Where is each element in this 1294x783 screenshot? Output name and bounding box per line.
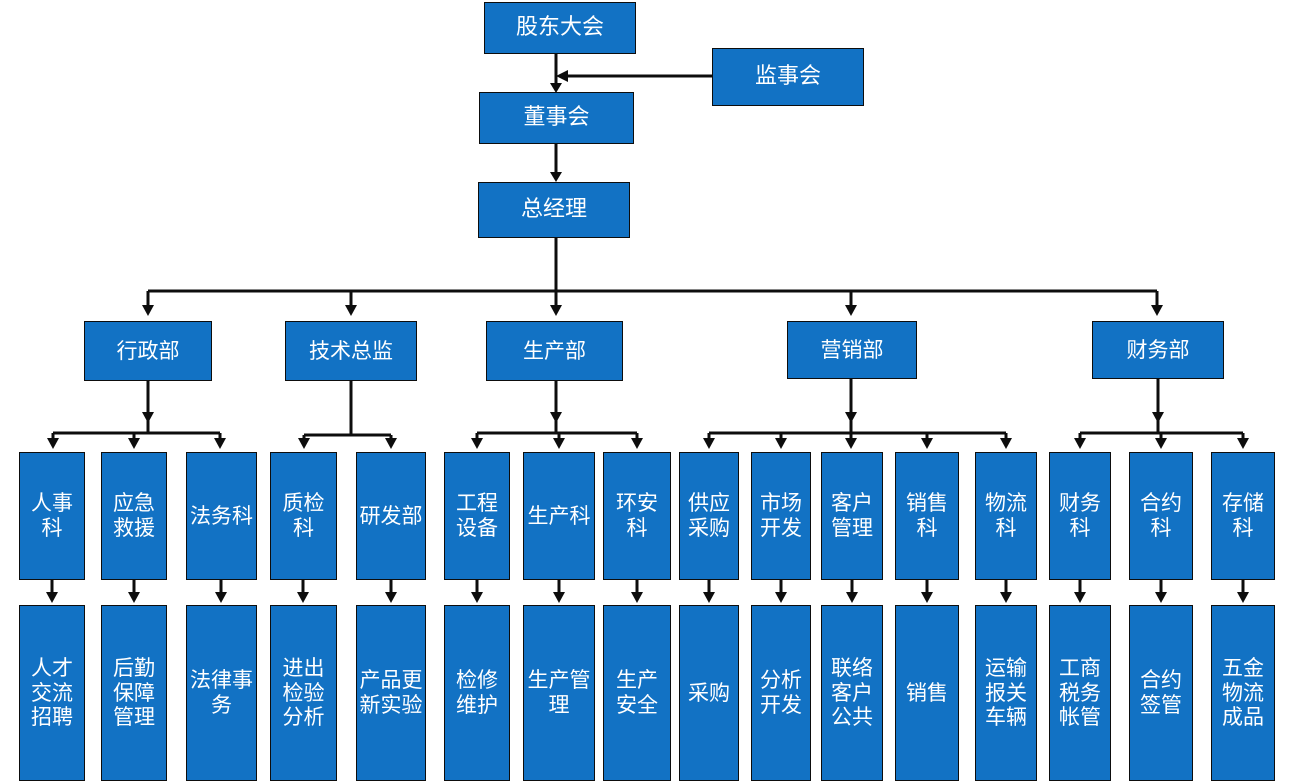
node-shareholders-meeting[interactable]: 股东大会 (484, 2, 636, 54)
node-label: 工程设备 (456, 491, 498, 540)
node-label: 财务科 (1059, 491, 1101, 540)
node-label: 研发部 (359, 503, 423, 528)
node-label: 法律事务 (190, 668, 253, 717)
node-general-manager[interactable]: 总经理 (478, 182, 630, 238)
node-environment-safety-section[interactable]: 环安科 (603, 452, 671, 580)
node-finance-section[interactable]: 财务科 (1049, 452, 1111, 580)
node-analysis-development[interactable]: 分析开发 (751, 605, 811, 781)
node-admin-department[interactable]: 行政部 (84, 321, 212, 381)
edge-tech-sections (298, 381, 397, 449)
node-label: 质检科 (282, 491, 325, 540)
edge-shareholders-board (550, 54, 562, 93)
node-repair-maintenance[interactable]: 检修维护 (444, 605, 510, 781)
edge-admin-sections (47, 381, 226, 449)
node-purchasing[interactable]: 采购 (679, 605, 739, 781)
node-business-tax-accounting[interactable]: 工商税务帐管 (1049, 605, 1111, 781)
node-label: 工商税务帐管 (1059, 655, 1101, 730)
node-talent-exchange-recruitment[interactable]: 人才交流招聘 (19, 605, 85, 781)
edge-gm-department-bus (142, 238, 1163, 316)
node-quality-inspection-section[interactable]: 质检科 (270, 452, 337, 580)
node-label: 合约科 (1140, 491, 1182, 540)
node-label: 技术总监 (309, 338, 393, 363)
node-label: 财务部 (1126, 337, 1190, 362)
node-hardware-logistics-finished-goods[interactable]: 五金物流成品 (1211, 605, 1275, 781)
node-sales-section[interactable]: 销售科 (895, 452, 959, 580)
node-label: 运输报关车辆 (985, 655, 1027, 730)
node-logistics-section[interactable]: 物流科 (975, 452, 1037, 580)
node-label: 生产部 (523, 338, 586, 363)
node-label: 后勤保障管理 (113, 655, 155, 730)
node-label: 股东大会 (515, 15, 604, 41)
node-label: 行政部 (116, 338, 180, 363)
node-label: 存储科 (1222, 491, 1264, 540)
node-label: 监事会 (754, 64, 821, 90)
node-production-section[interactable]: 生产科 (523, 452, 595, 580)
node-supply-purchasing-section[interactable]: 供应采购 (679, 452, 739, 580)
edge-section-to-function-group (46, 580, 1249, 603)
node-label: 营销部 (820, 337, 884, 362)
node-board-of-directors[interactable]: 董事会 (479, 92, 634, 144)
node-label: 联络客户公共 (831, 655, 873, 730)
node-market-development-section[interactable]: 市场开发 (751, 452, 811, 580)
node-label: 供应采购 (688, 491, 730, 540)
node-finance-department[interactable]: 财务部 (1092, 321, 1224, 379)
node-customer-management-section[interactable]: 客户管理 (821, 452, 883, 580)
node-contract-section[interactable]: 合约科 (1129, 452, 1193, 580)
node-label: 生产科 (527, 503, 591, 528)
node-label: 检修维护 (456, 668, 498, 717)
node-label: 法务科 (190, 503, 253, 528)
node-production-department[interactable]: 生产部 (486, 321, 623, 381)
edge-finance-sections (1074, 379, 1249, 449)
node-rnd-department[interactable]: 研发部 (356, 452, 426, 580)
edge-production-sections (471, 381, 643, 449)
node-label: 人事科 (31, 491, 73, 540)
node-selling[interactable]: 销售 (895, 605, 959, 781)
edge-board-gm (550, 144, 562, 182)
node-label: 产品更新实验 (359, 668, 423, 717)
node-label: 合约签管 (1140, 668, 1182, 717)
node-production-safety[interactable]: 生产安全 (603, 605, 671, 781)
node-label: 五金物流成品 (1222, 655, 1264, 730)
node-transport-customs-vehicles[interactable]: 运输报关车辆 (975, 605, 1037, 781)
node-label: 客户管理 (831, 491, 873, 540)
node-contract-signing-management[interactable]: 合约签管 (1129, 605, 1193, 781)
node-label: 采购 (688, 680, 730, 705)
edge-supervisors-board (556, 70, 712, 82)
node-import-export-inspection-analysis[interactable]: 进出检验分析 (270, 605, 337, 781)
node-label: 分析开发 (760, 668, 802, 717)
node-label: 销售科 (906, 491, 948, 540)
node-logistics-support-management[interactable]: 后勤保障管理 (101, 605, 167, 781)
node-label: 市场开发 (760, 491, 802, 540)
node-label: 总经理 (520, 197, 587, 223)
node-storage-section[interactable]: 存储科 (1211, 452, 1275, 580)
node-hr-section[interactable]: 人事科 (19, 452, 85, 580)
node-production-management[interactable]: 生产管理 (523, 605, 595, 781)
node-label: 物流科 (985, 491, 1027, 540)
node-label: 进出检验分析 (282, 655, 325, 730)
edge-sales-sections (703, 379, 1012, 449)
node-board-of-supervisors[interactable]: 监事会 (712, 48, 864, 106)
node-label: 销售 (906, 680, 948, 705)
node-label: 应急救援 (113, 491, 155, 540)
node-product-renewal-experiment[interactable]: 产品更新实验 (356, 605, 426, 781)
node-label: 环安科 (616, 491, 658, 540)
node-legal-section[interactable]: 法务科 (186, 452, 257, 580)
node-customer-liaison-public[interactable]: 联络客户公共 (821, 605, 883, 781)
node-technical-director[interactable]: 技术总监 (285, 321, 417, 381)
node-engineering-equipment-section[interactable]: 工程设备 (444, 452, 510, 580)
node-label: 董事会 (523, 105, 590, 131)
node-label: 生产安全 (616, 668, 658, 717)
node-emergency-rescue-section[interactable]: 应急救援 (101, 452, 167, 580)
node-marketing-department[interactable]: 营销部 (787, 321, 917, 379)
node-legal-affairs[interactable]: 法律事务 (186, 605, 257, 781)
node-label: 人才交流招聘 (31, 655, 73, 730)
node-label: 生产管理 (527, 668, 591, 717)
